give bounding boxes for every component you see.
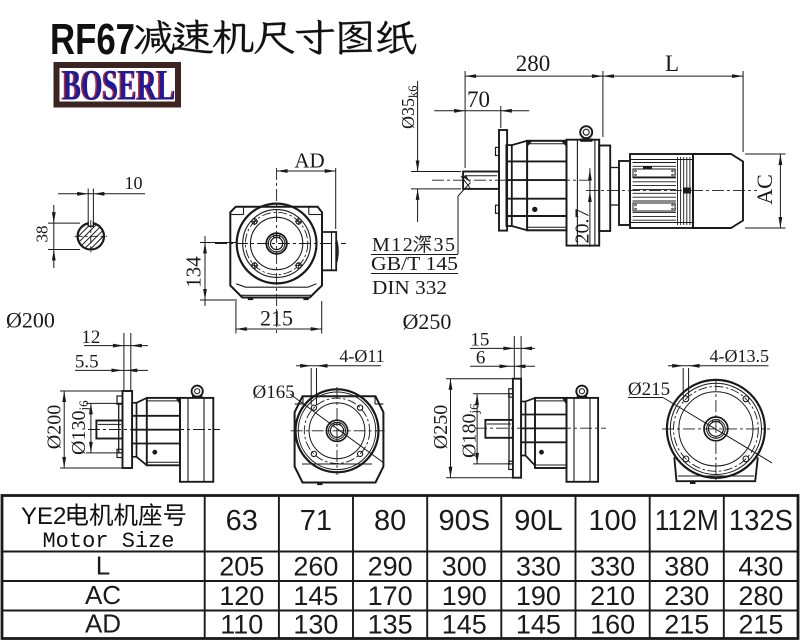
svg-text:120: 120 — [219, 581, 264, 611]
svg-text:430: 430 — [738, 552, 783, 582]
svg-text:6: 6 — [476, 348, 486, 369]
svg-text:290: 290 — [368, 552, 413, 582]
svg-text:210: 210 — [590, 581, 635, 611]
svg-text:215: 215 — [738, 610, 783, 640]
svg-text:GB/T 145: GB/T 145 — [371, 254, 458, 275]
svg-text:38: 38 — [33, 226, 52, 243]
svg-text:132S: 132S — [729, 505, 793, 537]
svg-text:130: 130 — [293, 610, 338, 640]
svg-text:Ø180j6: Ø180j6 — [459, 403, 482, 458]
svg-text:20.7: 20.7 — [572, 209, 594, 244]
svg-text:AC: AC — [752, 174, 777, 205]
svg-text:Ø165: Ø165 — [253, 382, 295, 403]
svg-text:190: 190 — [516, 581, 561, 611]
svg-text:15: 15 — [470, 330, 489, 351]
svg-text:63: 63 — [226, 505, 258, 537]
svg-text:160: 160 — [590, 610, 635, 640]
svg-text:205: 205 — [219, 552, 264, 582]
svg-text:Ø215: Ø215 — [628, 379, 670, 400]
svg-text:90L: 90L — [514, 505, 562, 537]
svg-text:AD: AD — [85, 609, 121, 639]
svg-text:Motor Size: Motor Size — [42, 529, 174, 554]
svg-text:330: 330 — [590, 552, 635, 582]
svg-text:90S: 90S — [438, 505, 490, 537]
svg-text:215: 215 — [260, 306, 293, 331]
svg-text:280: 280 — [738, 581, 783, 611]
svg-text:BOSERL: BOSERL — [63, 63, 176, 110]
svg-text:135: 135 — [368, 610, 413, 640]
svg-text:280: 280 — [516, 51, 551, 76]
svg-text:215: 215 — [664, 610, 709, 640]
svg-text:Ø200: Ø200 — [44, 405, 66, 449]
svg-text:Ø35k6: Ø35k6 — [398, 86, 420, 130]
svg-text:190: 190 — [442, 581, 487, 611]
svg-text:260: 260 — [293, 552, 338, 582]
svg-text:300: 300 — [442, 552, 487, 582]
svg-text:330: 330 — [516, 552, 561, 582]
svg-text:112M: 112M — [655, 505, 719, 537]
svg-text:71: 71 — [300, 505, 332, 537]
svg-text:AD: AD — [294, 149, 324, 173]
svg-text:AC: AC — [85, 580, 121, 610]
svg-text:145: 145 — [516, 610, 561, 640]
svg-text:4-Ø13.5: 4-Ø13.5 — [710, 346, 770, 366]
svg-text:10: 10 — [125, 173, 143, 193]
svg-text:L: L — [96, 551, 110, 581]
svg-text:100: 100 — [588, 505, 636, 537]
svg-text:145: 145 — [293, 581, 338, 611]
svg-text:BOSERL: BOSERL — [61, 63, 174, 110]
svg-text:Ø130j6: Ø130j6 — [68, 400, 91, 455]
svg-text:L: L — [665, 51, 679, 76]
svg-text:M12: M12 — [372, 234, 414, 256]
svg-text:RF67: RF67 — [50, 15, 135, 64]
svg-text:170: 170 — [368, 581, 413, 611]
svg-text:Ø250: Ø250 — [403, 309, 452, 334]
svg-text:12: 12 — [81, 327, 100, 348]
svg-text:YE2: YE2 — [21, 503, 66, 530]
svg-text:230: 230 — [664, 581, 709, 611]
svg-text:5.5: 5.5 — [75, 352, 99, 373]
svg-text:Ø250: Ø250 — [430, 405, 452, 449]
svg-text:4-Ø11: 4-Ø11 — [339, 346, 384, 366]
svg-text:110: 110 — [220, 610, 263, 640]
svg-text:145: 145 — [442, 610, 487, 640]
svg-text:380: 380 — [664, 552, 709, 582]
svg-text:Ø200: Ø200 — [6, 308, 55, 333]
svg-text:35: 35 — [434, 234, 457, 256]
svg-text:DIN 332: DIN 332 — [372, 277, 447, 299]
svg-text:70: 70 — [467, 87, 490, 112]
svg-text:134: 134 — [182, 256, 206, 288]
svg-text:80: 80 — [374, 505, 406, 537]
